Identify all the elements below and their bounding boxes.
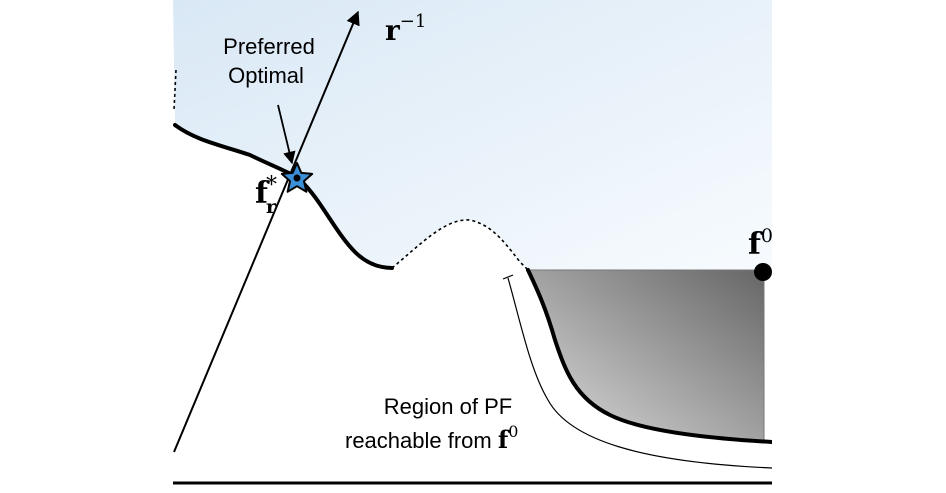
preferred-point-label-sub: r	[266, 196, 277, 218]
pareto-front-lower	[526, 268, 772, 444]
preferred-point-label-sup: *	[266, 173, 277, 198]
initial-point-label-base: f	[748, 227, 763, 262]
preferred-label-line2: Optimal	[228, 63, 304, 88]
ray-label-base: r	[385, 14, 401, 47]
ray-label-exponent: −1	[400, 11, 427, 32]
preferred-point-dot	[293, 174, 301, 182]
feasible-region	[173, 0, 772, 270]
boundary-stub-dashed	[173, 69, 177, 111]
region-label-line2-text: reachable from	[345, 428, 498, 453]
preferred-callout-arrow	[277, 104, 296, 165]
initial-point-label: f0	[748, 225, 773, 262]
ray-label: r−1	[385, 11, 426, 47]
preferred-label-line1: Preferred	[223, 34, 315, 59]
region-label-f-sup: 0	[508, 422, 518, 441]
preference-ray	[173, 10, 360, 453]
preferred-point-label: f	[255, 176, 270, 211]
reachable-region-shade	[527, 269, 765, 443]
reachable-bracket-curve	[507, 277, 772, 469]
reachable-bracket-tick	[502, 274, 514, 280]
region-label-line2: reachable from f0	[345, 422, 518, 454]
region-label-f: f	[498, 425, 510, 454]
dominated-boundary-dashed	[391, 219, 529, 271]
initial-point-icon	[754, 263, 772, 281]
region-label-line1: Region of PF	[384, 394, 512, 419]
preferred-point-label-base: f	[255, 176, 270, 211]
initial-point-label-sup: 0	[761, 225, 773, 247]
